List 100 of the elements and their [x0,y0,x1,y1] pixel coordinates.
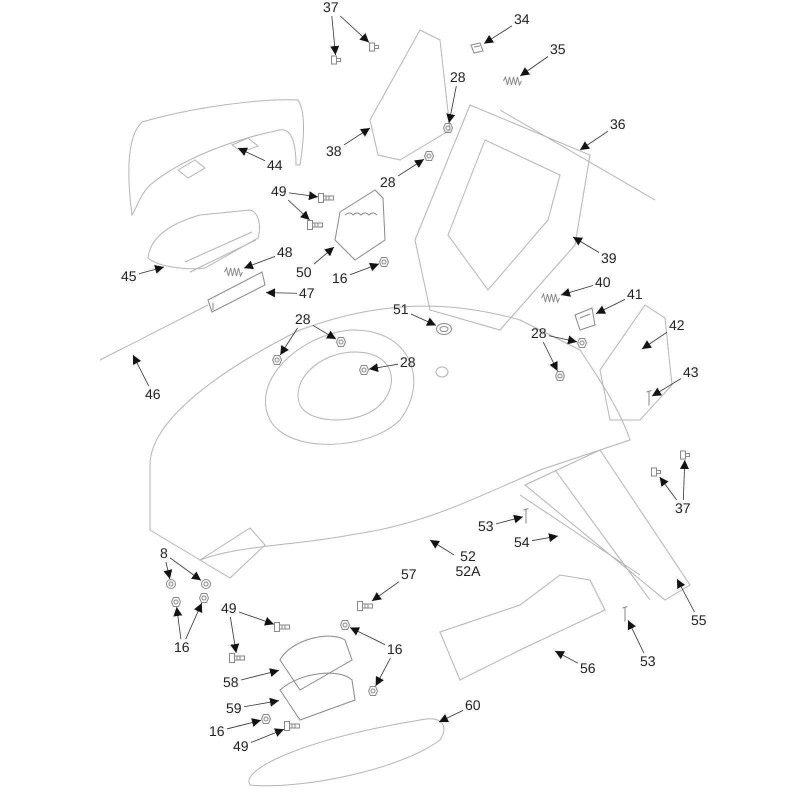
leader-line [350,627,386,645]
callout-number: 53 [640,654,656,669]
callout-number: 49 [233,739,249,754]
leader-line [350,262,380,276]
leader-line [138,265,164,274]
pin [622,606,628,622]
hex-nut [171,597,182,607]
leader-line [238,148,266,162]
callout-number: 16 [174,640,190,655]
hex-nut [340,620,350,630]
callout-number: 34 [514,12,530,27]
leader-line [266,288,298,298]
leader-line [572,236,600,253]
callout-number: 56 [580,661,596,676]
leader-line [430,540,454,556]
callout-number: 47 [299,286,315,301]
leader-line [642,332,668,350]
leader-line [230,616,240,654]
bolt [284,721,300,732]
leader-line [132,354,150,386]
rivet [650,467,661,478]
rivet [368,42,379,52]
callout-number: 55 [691,613,707,628]
pin [646,390,652,406]
hex-nut [336,337,346,348]
callout-number: 54 [514,535,530,550]
hex-nut [368,686,378,696]
spring-bracket [207,271,266,313]
callout-number: 37 [323,0,339,15]
spring [541,293,562,304]
leader-line [368,363,398,372]
callout-number: 28 [400,355,416,370]
leader-line [288,200,310,220]
callout-number: 40 [595,275,611,290]
leader-line [244,256,276,270]
leader-line [238,612,274,626]
leader-line [596,299,626,314]
leader-line [560,285,594,297]
bolt [274,622,290,632]
callout-number: 37 [675,501,691,516]
callout-number: 43 [683,365,699,380]
callout-number: 8 [160,546,168,561]
bolt [228,652,245,663]
leader-line [438,710,464,722]
bolt [307,220,324,230]
callout-number: 16 [209,724,225,739]
clip [470,42,484,54]
leader-line [173,606,182,640]
bolt [356,600,373,611]
callout-number: 58 [223,675,239,690]
leader-line [554,650,578,664]
callout-number: 16 [387,642,403,657]
leader-line [280,328,298,356]
leader-line [548,335,578,344]
pin [522,508,529,524]
callout-number: 48 [277,245,293,260]
callout-number: 59 [226,701,242,716]
hex-nut [424,151,434,162]
callout-number: 60 [465,698,481,713]
leader-line [652,378,682,397]
leader-line [580,130,608,150]
leader-line [496,514,524,524]
callout-number: 16 [332,271,348,286]
leader-line [542,342,558,372]
callout-number: 42 [669,318,685,333]
callout-number: 46 [145,387,161,402]
leader-line [340,16,370,43]
hex-nut [272,354,282,365]
hex-nut [554,370,565,381]
hex-nut [442,122,453,133]
leader-line [398,158,424,176]
leader-line [532,533,558,542]
leader-line [250,728,284,743]
leader-line [484,25,512,44]
leader-line [375,658,391,686]
leader-line [520,56,548,76]
callout-number: 52 [460,549,476,564]
callout-number: 41 [627,287,643,302]
bolt [318,193,334,204]
adjuster-plate [334,189,386,261]
hex-nut [378,256,389,267]
hex-nut [359,364,369,375]
callout-number: 45 [121,269,137,284]
leader-line [240,668,280,680]
callout-number: 57 [401,567,417,582]
grommet [436,322,452,335]
callout-number: 52A [456,564,480,579]
latch-bracket [574,307,596,331]
washer [200,579,211,590]
leader-line [185,602,202,640]
leader-line [170,557,202,581]
leader-line [330,16,340,56]
hex-nut [576,338,587,348]
callout-number: 49 [221,601,237,616]
callout-number: 28 [450,70,466,85]
leader-line [628,620,644,654]
callout-number: 38 [326,144,342,159]
leader-line [163,562,172,580]
callout-number: 28 [380,175,396,190]
rivet [330,54,341,65]
